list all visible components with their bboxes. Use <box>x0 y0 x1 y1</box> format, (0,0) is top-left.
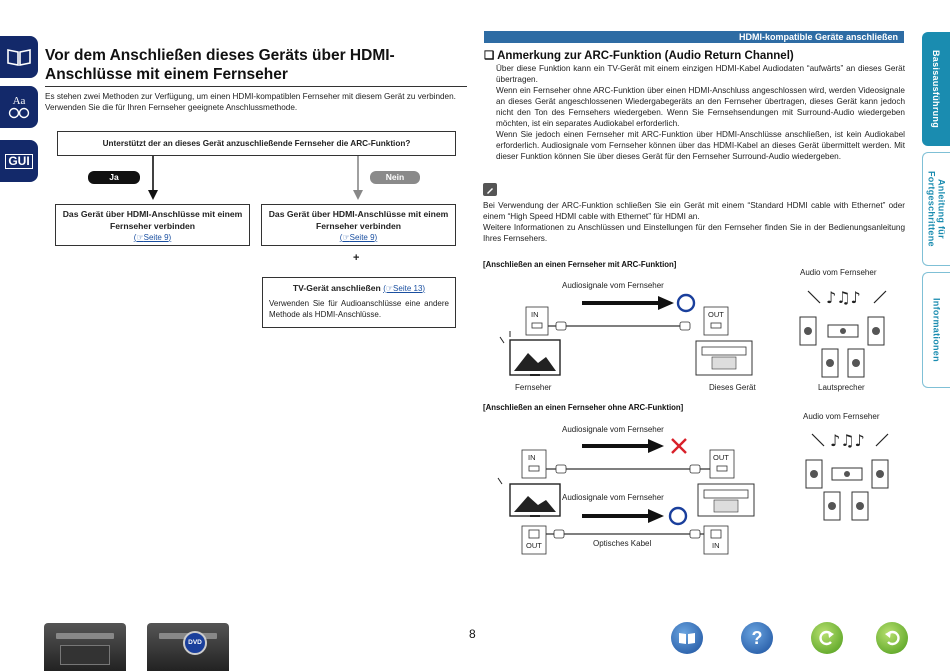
help-question-icon[interactable]: ? <box>741 622 773 654</box>
box-no-connect: Das Gerät über HDMI-Anschlüsse mit einem… <box>261 204 456 246</box>
box-yes-page-link[interactable]: (☞Seite 9) <box>133 233 172 242</box>
box-yes-link-text: Seite 9 <box>143 233 169 242</box>
section-header-bar: HDMI-kompatible Geräte anschließen <box>484 31 904 43</box>
diagram2-speakers-label: Audio vom Fernseher <box>803 412 880 421</box>
device-thumbnail-receiver[interactable] <box>44 623 126 671</box>
diagram2-audio-label-top: Audiosignale vom Fernseher <box>562 425 664 434</box>
box-tv-link-text: Seite 13 <box>393 284 423 293</box>
tab-basisausfuehrung-label: Basisausführung <box>931 49 941 128</box>
box-tv-text: Verwenden Sie für Audioanschlüsse eine a… <box>269 299 449 319</box>
arc-section-title: ❑ Anmerkung zur ARC-Funktion (Audio Retu… <box>484 50 794 62</box>
note-paragraph-1: Bei Verwendung der ARC-Funktion schließe… <box>483 201 905 221</box>
gui-icon[interactable]: GUI <box>0 140 38 182</box>
no-pill: Nein <box>370 171 420 184</box>
diagram1-audio-label: Audiosignale vom Fernseher <box>562 281 664 290</box>
diagram2-heading: [Anschließen an einen Fernseher ohne ARC… <box>483 403 684 412</box>
note-pencil-icon <box>483 183 497 196</box>
box-yes-text: Das Gerät über HDMI-Anschlüsse mit einem… <box>62 209 243 231</box>
svg-text:♪♫♪: ♪♫♪ <box>826 288 861 307</box>
diagram1-in-label: IN <box>531 310 539 319</box>
arc-paragraph-2: Wenn ein Fernseher ohne ARC-Funktion übe… <box>496 86 905 128</box>
diagram1-speakers-label: Audio vom Fernseher <box>800 268 877 277</box>
arc-paragraph-3: Wenn Sie jedoch einen Fernseher mit ARC-… <box>496 130 905 161</box>
box-no-page-link[interactable]: (☞Seite 9) <box>339 233 378 242</box>
contents-book-icon[interactable] <box>0 36 38 78</box>
device-thumbnail-dvd[interactable]: DVD <box>147 623 229 671</box>
diagram1-out-label: OUT <box>708 310 724 319</box>
diagram2-out-label: OUT <box>713 453 729 462</box>
diagram1-heading: [Anschließen an einen Fernseher mit ARC-… <box>483 260 677 269</box>
index-icon[interactable]: Aa <box>0 86 38 128</box>
index-icon-label: Aa <box>12 95 26 107</box>
page-number: 8 <box>469 627 476 641</box>
yes-pill: Ja <box>88 171 140 184</box>
diagram2-in-label: IN <box>528 453 536 462</box>
box-no-link-text: Seite 9 <box>349 233 375 242</box>
tab-fortgeschrittene[interactable]: Anleitung für Fortgeschrittene <box>922 152 950 266</box>
tab-informationen-label: Informationen <box>931 298 942 362</box>
diagram2-device-in-label: IN <box>712 541 720 550</box>
title-divider <box>45 86 467 87</box>
intro-line-1: Es stehen zwei Methoden zur Verfügung, u… <box>45 92 456 101</box>
svg-text:♪♫♪: ♪♫♪ <box>830 431 865 450</box>
arc-paragraph-1: Über diese Funktion kann ein TV-Gerät mi… <box>496 64 905 84</box>
plus-sign: + <box>353 252 360 264</box>
box-tv-connect: TV-Gerät anschließen (☞Seite 13) Verwend… <box>262 277 456 328</box>
diagram1-graphic: ♪♫♪ <box>499 288 887 378</box>
tab-informationen[interactable]: Informationen <box>922 272 950 388</box>
no-arrow <box>353 156 363 200</box>
diagram2-graphic: ♪♫♪ <box>497 431 889 555</box>
box-tv-page-link[interactable]: (☞Seite 13) <box>383 284 426 293</box>
diagram2-audio-label-bottom: Audiosignale vom Fernseher <box>562 493 664 502</box>
gui-icon-label: GUI <box>5 153 33 169</box>
diagram1-speaker-caption: Lautsprecher <box>818 383 865 392</box>
forward-arrow-icon[interactable] <box>876 622 908 654</box>
intro-line-2: Verwenden Sie die für Ihren Fernseher ge… <box>45 103 298 112</box>
box-no-text: Das Gerät über HDMI-Anschlüsse mit einem… <box>268 209 449 231</box>
tab-basisausfuehrung[interactable]: Basisausführung <box>922 32 950 146</box>
diagram1-ok-circle <box>676 293 696 313</box>
tab-fortgeschrittene-label: Anleitung für Fortgeschrittene <box>926 171 947 247</box>
note-paragraph-2: Weitere Informationen zu Anschlüssen und… <box>483 223 905 243</box>
yes-arrow <box>148 156 158 200</box>
box-yes-connect: Das Gerät über HDMI-Anschlüsse mit einem… <box>55 204 250 246</box>
diagram2-optical-label: Optisches Kabel <box>593 539 652 548</box>
arc-section-title-text: Anmerkung zur ARC-Funktion (Audio Return… <box>497 50 794 62</box>
contents-book-icon-footer[interactable] <box>671 622 703 654</box>
diagram1-tv-label: Fernseher <box>515 383 552 392</box>
diagram2-tv-out-label: OUT <box>526 541 542 550</box>
diagram1-device-label: Dieses Gerät <box>709 383 756 392</box>
dvd-badge: DVD <box>183 631 207 655</box>
intro-text: Es stehen zwei Methoden zur Verfügung, u… <box>45 91 468 113</box>
back-arrow-icon[interactable] <box>811 622 843 654</box>
box-tv-title: TV-Gerät anschließen <box>292 283 381 293</box>
page-title: Vor dem Anschließen dieses Geräts über H… <box>45 47 395 83</box>
arc-question-box: Unterstützt der an dieses Gerät anzuschl… <box>57 131 456 156</box>
